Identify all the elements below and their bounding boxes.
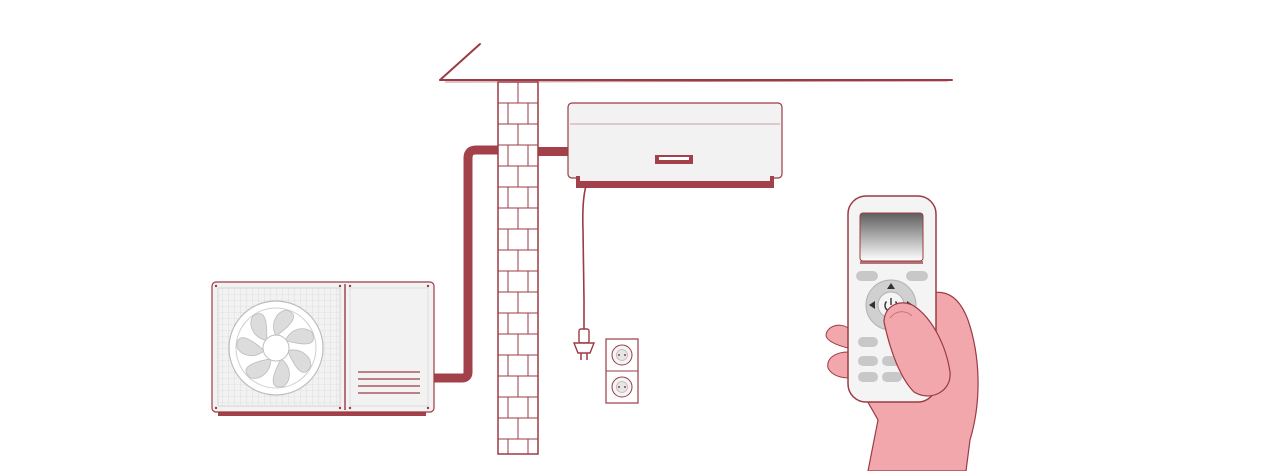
fan-blade — [273, 309, 294, 337]
fan-icon — [228, 300, 324, 396]
brick-wall — [497, 81, 539, 455]
arrow-left-icon — [869, 301, 875, 309]
remote-top-buttons — [856, 271, 928, 281]
fan-blade — [250, 313, 268, 342]
indoor-ac-unit — [567, 102, 783, 188]
outdoor-ac-unit — [211, 281, 435, 416]
socket-top — [611, 344, 633, 366]
socket-bottom — [611, 376, 633, 398]
fan-blade — [284, 328, 314, 345]
wall-socket-pair — [605, 338, 639, 404]
fan-blade — [245, 358, 272, 379]
power-cord-plug — [572, 185, 596, 360]
fan-blade — [272, 358, 290, 388]
roof-line — [439, 43, 953, 83]
fan-blade — [236, 337, 265, 357]
refrigerant-pipe — [432, 145, 570, 383]
fan-blade — [287, 349, 312, 373]
thumb — [883, 302, 951, 397]
vent-slots — [358, 371, 420, 394]
arrow-up-icon — [887, 283, 895, 289]
